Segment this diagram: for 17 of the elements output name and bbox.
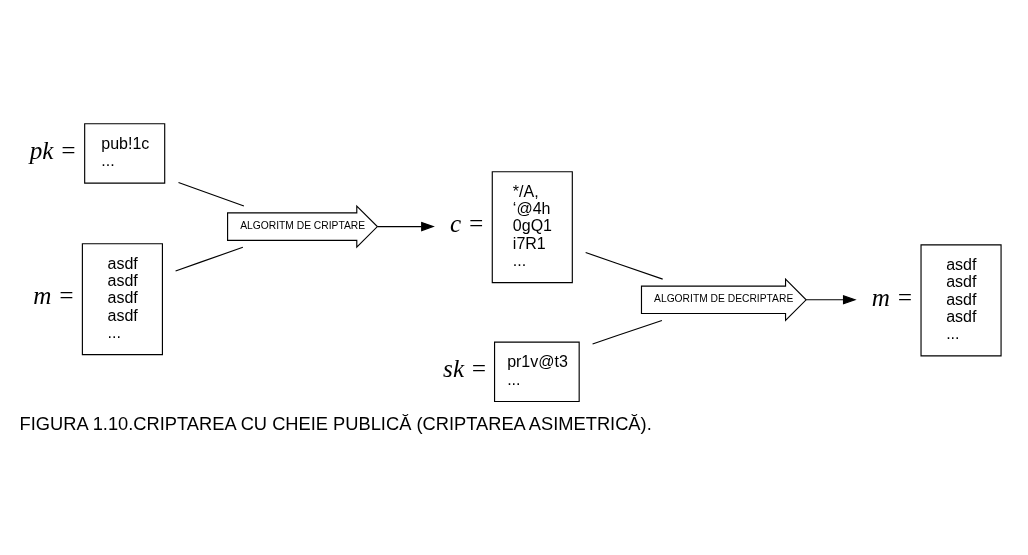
connector: [592, 319, 663, 345]
connector: [175, 246, 244, 272]
node-box: */A, ‘@4h 0gQ1 i7R1 ...: [491, 171, 573, 284]
connector: [177, 182, 245, 207]
node-box: asdf asdf asdf asdf ...: [920, 244, 1002, 357]
node-box: asdf asdf asdf asdf ...: [81, 243, 163, 356]
arrow: [376, 221, 435, 232]
node-box: pub!1c ...: [84, 123, 166, 184]
node-label: m =: [33, 282, 75, 310]
caption: FIGURA 1.10.CRIPTAREA CU CHEIE PUBLICĂ (CRIPTAREA ASIMETRICĂ).: [19, 412, 652, 434]
node-label: m =: [871, 283, 914, 311]
node-label: pk =: [29, 136, 77, 164]
arrow: [805, 295, 857, 305]
connector: [585, 251, 664, 280]
node-label: c =: [449, 210, 485, 238]
node-label: sk =: [443, 355, 488, 383]
node-box: pr1v@t3 ...: [494, 341, 580, 403]
